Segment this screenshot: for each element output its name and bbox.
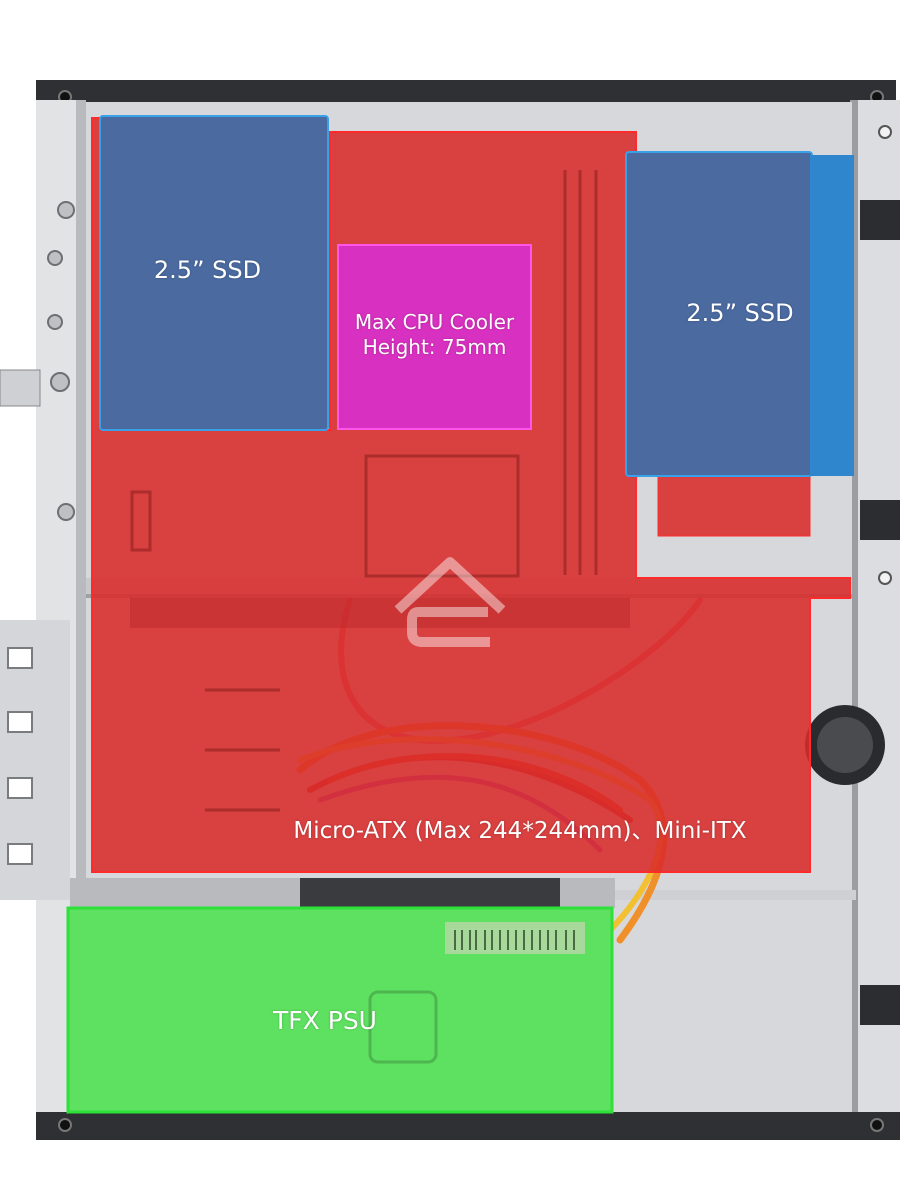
psu-label: TFX PSU xyxy=(273,1006,377,1035)
ssd-bay-right xyxy=(625,151,854,477)
case-bottom-frame xyxy=(36,1112,900,1140)
cpu-cooler-label-line1: Max CPU Cooler xyxy=(354,310,515,334)
cpu-cooler-zone xyxy=(337,244,532,430)
cpu-cooler-label-line2: Height: 75mm xyxy=(362,335,507,359)
motherboard-zone xyxy=(91,117,851,873)
motherboard-area-right xyxy=(657,475,811,537)
motherboard-label: Micro-ATX (Max 244*244mm)、Mini-ITX xyxy=(293,818,747,844)
ssd-right-label: 2.5” SSD xyxy=(686,299,794,327)
ssd-left-label: 2.5” SSD xyxy=(153,256,262,284)
house-logo-icon xyxy=(394,557,506,647)
ssd-bay-left xyxy=(99,115,329,431)
cpu-cooler-label: Max CPU Cooler Height: 75mm xyxy=(338,310,531,360)
case-top-frame xyxy=(36,80,896,102)
case-right-rail xyxy=(856,100,900,1140)
psu-zone xyxy=(66,906,614,1114)
